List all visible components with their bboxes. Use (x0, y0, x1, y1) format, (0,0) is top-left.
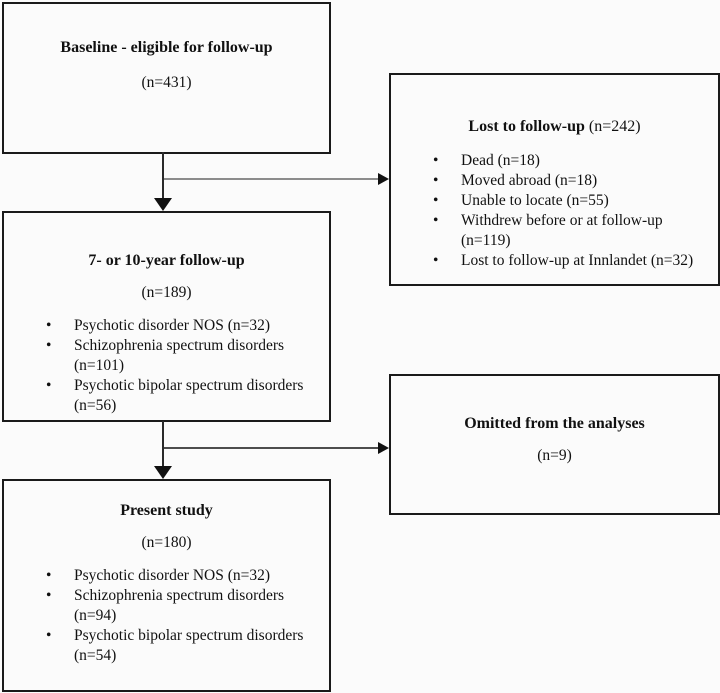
list-item-text: Schizophrenia spectrum disorders (n=94) (74, 587, 285, 624)
followup-list: Psychotic disorder NOS (n=32) Schizophre… (4, 316, 329, 416)
list-item: Psychotic disorder NOS (n=32) (4, 566, 329, 586)
lost-to-followup-box: Lost to follow-up (n=242) Dead (n=18) Mo… (389, 73, 720, 286)
list-item-text: Psychotic disorder NOS (n=32) (74, 567, 271, 584)
list-item: Moved abroad (n=18) (391, 171, 718, 191)
lost-title: Lost to follow-up (468, 118, 585, 135)
list-item: Dead (n=18) (391, 151, 718, 171)
list-item-text: Psychotic bipolar spectrum disorders (n=… (74, 377, 304, 414)
followup-count: (n=189) (141, 284, 192, 301)
list-item-text: Withdrew before or at follow-up (n=119) (461, 212, 663, 249)
baseline-count: (n=431) (141, 74, 192, 91)
baseline-title: Baseline - eligible for follow-up (60, 39, 273, 56)
lost-count: (n=242) (588, 118, 641, 135)
followup-title: 7- or 10-year follow-up (88, 252, 245, 269)
arrow-down-icon (154, 466, 172, 479)
omitted-box: Omitted from the analyses (n=9) (389, 374, 720, 515)
present-study-box: Present study (n=180) Psychotic disorder… (2, 479, 331, 692)
arrow-right-icon (378, 442, 389, 454)
list-item-text: Psychotic disorder NOS (n=32) (74, 317, 271, 334)
followup-to-present-line (162, 421, 164, 468)
list-item: Unable to locate (n=55) (391, 191, 718, 211)
list-item-text: Dead (n=18) (461, 152, 540, 169)
present-list: Psychotic disorder NOS (n=32) Schizophre… (4, 566, 329, 666)
baseline-box: Baseline - eligible for follow-up (n=431… (2, 2, 331, 154)
present-count: (n=180) (141, 534, 192, 551)
arrow-right-icon (378, 173, 389, 185)
list-item-text: Moved abroad (n=18) (461, 172, 598, 189)
list-item: Withdrew before or at follow-up (n=119) (391, 211, 718, 251)
list-item: Psychotic bipolar spectrum disorders (n=… (4, 376, 329, 416)
list-item-text: Lost to follow-up at Innlandet (n=32) (461, 252, 694, 269)
list-item: Psychotic bipolar spectrum disorders (n=… (4, 626, 329, 666)
list-item: Lost to follow-up at Innlandet (n=32) (391, 251, 718, 271)
list-item-text: Schizophrenia spectrum disorders (n=101) (74, 337, 285, 374)
list-item: Psychotic disorder NOS (n=32) (4, 316, 329, 336)
lost-title-line: Lost to follow-up (n=242) (391, 117, 718, 137)
list-item-text: Psychotic bipolar spectrum disorders (n=… (74, 627, 304, 664)
followup-to-omitted-line (164, 447, 378, 449)
omitted-title: Omitted from the analyses (464, 415, 645, 432)
omitted-count: (n=9) (537, 447, 572, 464)
list-item: Schizophrenia spectrum disorders (n=101) (4, 336, 329, 376)
present-title: Present study (120, 502, 213, 519)
list-item: Schizophrenia spectrum disorders (n=94) (4, 586, 329, 626)
lost-list: Dead (n=18) Moved abroad (n=18) Unable t… (391, 151, 718, 271)
arrow-down-icon (154, 198, 172, 211)
list-item-text: Unable to locate (n=55) (461, 192, 609, 209)
followup-box: 7- or 10-year follow-up (n=189) Psychoti… (2, 211, 331, 422)
baseline-to-lost-line (164, 178, 378, 180)
baseline-to-followup-line (162, 152, 164, 200)
